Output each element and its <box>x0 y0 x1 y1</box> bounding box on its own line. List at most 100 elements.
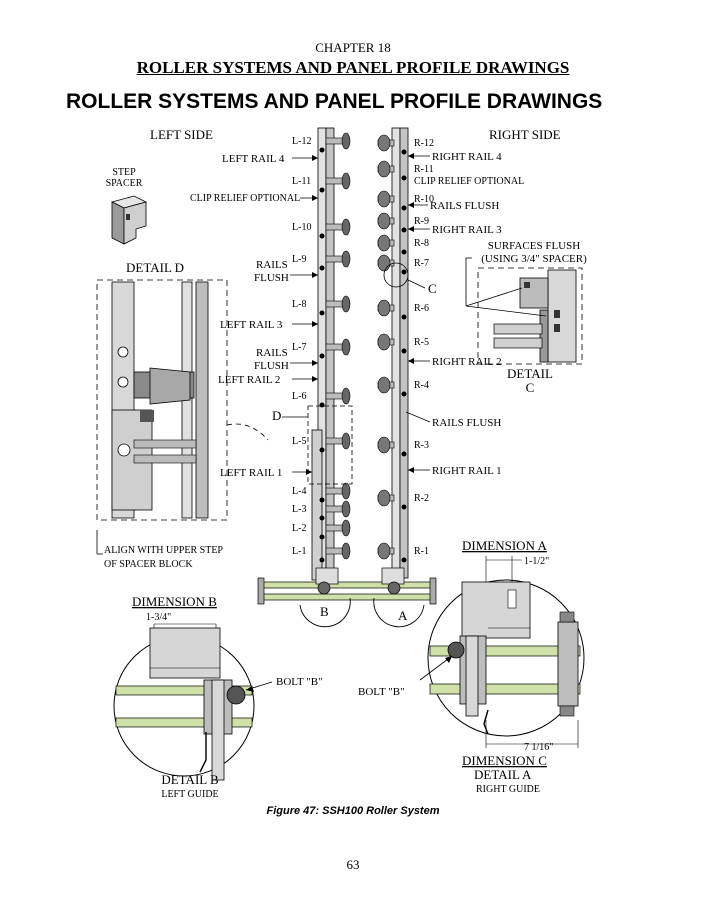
right-position-label: R-11 <box>414 164 434 175</box>
clip-relief-left-label: CLIP RELIEF OPTIONAL <box>190 193 300 204</box>
align-label-2: OF SPACER BLOCK <box>104 559 193 570</box>
detail-c-label-2: C <box>526 380 535 395</box>
right-position-label: R-2 <box>414 493 429 504</box>
dim-a-value: 1-1/2" <box>524 556 549 567</box>
step-spacer-block <box>110 195 148 245</box>
left-roller <box>319 500 351 521</box>
left-rail-2-label: LEFT RAIL 2 <box>218 374 280 386</box>
right-roller <box>377 489 407 510</box>
clip-relief-right-label: CLIP RELIEF OPTIONAL <box>414 176 524 187</box>
right-position-label: R-5 <box>414 337 429 348</box>
right-side-label: RIGHT SIDE <box>489 127 561 142</box>
right-roller <box>377 212 407 233</box>
left-position-label: L-7 <box>292 342 306 353</box>
right-position-label: R-3 <box>414 440 429 451</box>
page-title: ROLLER SYSTEMS AND PANEL PROFILE DRAWING… <box>66 90 603 113</box>
dim-b-value: 1-3/4" <box>146 612 171 623</box>
right-roller <box>377 160 407 181</box>
detail-b-view <box>113 627 255 781</box>
right-position-label: R-7 <box>414 258 429 269</box>
right-rail-4-label: RIGHT RAIL 4 <box>432 151 502 163</box>
left-position-label: L-11 <box>292 176 311 187</box>
detail-c-view <box>465 267 583 365</box>
right-position-label: R-6 <box>414 303 429 314</box>
left-roller <box>319 338 351 359</box>
left-rollers <box>319 132 351 563</box>
right-position-label: R-1 <box>414 546 429 557</box>
right-rail-2-label: RIGHT RAIL 2 <box>432 356 502 368</box>
right-roller <box>377 299 407 320</box>
left-position-label: L-1 <box>292 546 306 557</box>
rails-flush-b-label-1: RAILS <box>256 347 288 359</box>
left-position-label: L-12 <box>292 136 311 147</box>
left-roller <box>319 295 351 316</box>
right-roller <box>377 376 407 397</box>
dimension-a-label: DIMENSION A <box>462 538 547 553</box>
right-position-label: R-10 <box>414 194 434 205</box>
left-position-label: L-9 <box>292 254 306 265</box>
left-roller <box>319 432 351 453</box>
align-label-1: ALIGN WITH UPPER STEP <box>104 545 223 556</box>
bolt-b-left-label: BOLT "B" <box>276 676 323 688</box>
rails-flush-r2-label: RAILS FLUSH <box>432 417 501 429</box>
right-roller <box>377 333 407 354</box>
dimension-b-label: DIMENSION B <box>132 594 217 609</box>
left-side-label: LEFT SIDE <box>150 127 213 142</box>
left-rail-3-label: LEFT RAIL 3 <box>220 319 283 331</box>
left-roller <box>319 542 351 563</box>
rails-flush-a-label-2: FLUSH <box>254 272 289 284</box>
left-roller <box>319 132 351 153</box>
left-position-labels: L-12L-11L-10L-9L-8L-7L-6L-5L-4L-3L-2L-1 <box>292 136 311 557</box>
left-position-label: L-4 <box>292 486 306 497</box>
callout-c: C <box>428 281 437 296</box>
page-number: 63 <box>346 857 360 872</box>
bottom-guide-assembly <box>257 567 437 628</box>
left-roller <box>319 519 351 540</box>
detail-a-view <box>427 579 585 737</box>
chapter-subtitle: ROLLER SYSTEMS AND PANEL PROFILE DRAWING… <box>136 58 570 77</box>
right-roller <box>377 436 407 457</box>
rails-flush-b-label-2: FLUSH <box>254 360 289 372</box>
step-spacer-label-2: SPACER <box>106 178 143 189</box>
right-guide-label: RIGHT GUIDE <box>476 784 540 795</box>
right-position-label: R-12 <box>414 138 434 149</box>
detail-a-label: DETAIL A <box>474 767 532 782</box>
left-roller <box>319 250 351 271</box>
figure-caption: Figure 47: SSH100 Roller System <box>266 805 440 817</box>
left-position-label: L-8 <box>292 299 306 310</box>
right-rail-assembly <box>391 127 409 579</box>
rails-flush-a-label-1: RAILS <box>256 259 288 271</box>
right-roller <box>377 190 407 211</box>
detail-b-label: DETAIL B <box>161 772 219 787</box>
right-roller <box>377 234 407 255</box>
left-guide-label: LEFT GUIDE <box>161 789 218 800</box>
callout-d: D <box>272 408 281 423</box>
left-roller <box>319 218 351 239</box>
right-roller <box>377 134 407 155</box>
detail-c-label-1: DETAIL <box>507 366 553 381</box>
left-roller <box>319 482 351 503</box>
left-position-label: L-2 <box>292 523 306 534</box>
callout-b: B <box>320 604 329 619</box>
detail-d-label: DETAIL D <box>126 260 184 275</box>
callout-a: A <box>398 608 408 623</box>
left-position-label: L-3 <box>292 504 306 515</box>
right-rail-1-label: RIGHT RAIL 1 <box>432 465 502 477</box>
surfaces-flush-label-1: SURFACES FLUSH <box>488 240 580 252</box>
left-roller <box>319 387 351 408</box>
chapter-heading: CHAPTER 18 <box>315 40 391 55</box>
right-position-label: R-8 <box>414 238 429 249</box>
step-spacer-label-1: STEP <box>112 167 136 178</box>
left-rail-1-label: LEFT RAIL 1 <box>220 467 282 479</box>
rails-flush-r1-label: RAILS FLUSH <box>430 200 499 212</box>
right-rail-3-label: RIGHT RAIL 3 <box>432 224 502 236</box>
roller-system-drawing: LEFT SIDE RIGHT SIDE STEP SPACER DETAIL … <box>96 127 587 800</box>
left-position-label: L-6 <box>292 391 306 402</box>
left-rail-4-label: LEFT RAIL 4 <box>222 153 285 165</box>
right-roller <box>377 542 407 563</box>
right-position-label: R-4 <box>414 380 429 391</box>
right-position-label: R-9 <box>414 216 429 227</box>
detail-d-view <box>96 279 269 521</box>
left-roller <box>319 172 351 193</box>
surfaces-flush-label-2: (USING 3/4" SPACER) <box>481 253 587 265</box>
